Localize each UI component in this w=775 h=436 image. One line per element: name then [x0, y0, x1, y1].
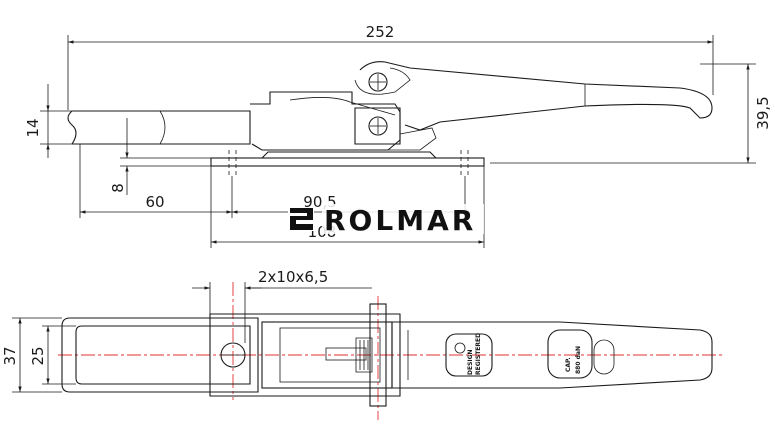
- dim-total-width: 37: [1, 346, 19, 365]
- base-plate: [210, 157, 485, 167]
- mechanism: [261, 321, 393, 389]
- capacity-plate: [547, 329, 593, 379]
- registered-label: REGISTERED: [475, 333, 482, 375]
- pivot-upper-icon: [368, 72, 388, 92]
- brand-logo: ROLMAR: [288, 204, 484, 237]
- design-label: DESIGN: [467, 349, 474, 375]
- housing: [250, 91, 401, 151]
- side-view: 252 39,5 14 8 60 90,5 108: [24, 23, 772, 248]
- dim-offset: 60: [145, 193, 164, 211]
- base-bracket: [261, 151, 437, 159]
- hook-bar: [72, 110, 251, 145]
- break-line: [67, 110, 77, 145]
- cap-label: CAP.: [565, 357, 572, 372]
- design-plate: [445, 333, 493, 377]
- top-view: DESIGN REGISTERED CAP. 880 daN 2x10x6,5 …: [1, 268, 725, 420]
- dim-overall-length: 252: [366, 23, 395, 41]
- dim-handle-thickness: 14: [24, 118, 42, 137]
- lever: [359, 61, 713, 131]
- dim-base-width: 25: [29, 346, 47, 365]
- lever-top: [391, 321, 713, 389]
- dim-height: 39,5: [754, 96, 772, 129]
- cap-value: 880 daN: [575, 346, 582, 374]
- pivot-lower-icon: [368, 116, 388, 136]
- base-plate-top: [209, 313, 401, 397]
- dim-base-thickness: 8: [109, 183, 127, 193]
- pivot-pin: [369, 303, 387, 407]
- dim-slots: 2x10x6,5: [258, 268, 328, 286]
- brand-name: ROLMAR: [324, 204, 476, 237]
